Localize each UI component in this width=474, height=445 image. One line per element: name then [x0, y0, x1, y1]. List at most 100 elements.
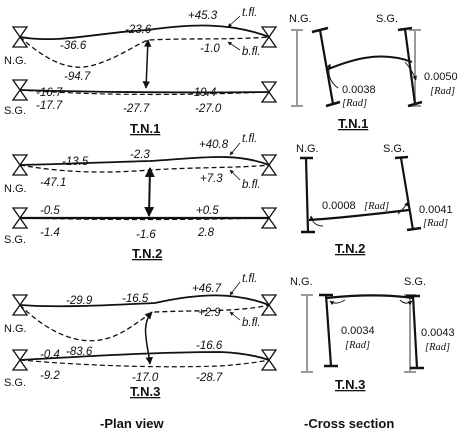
- sg-bottom-flange-line: [19, 359, 270, 368]
- ng-value: +2.9: [198, 307, 221, 319]
- ng-value: -36.6: [60, 40, 87, 52]
- rotation-value: 0.0050: [424, 71, 458, 83]
- bottom-flange-label: b.fl.: [242, 317, 261, 329]
- rotation-value: 0.0038: [342, 84, 376, 96]
- rotation-value: 0.0043: [421, 327, 455, 339]
- sg-label: S.G.: [404, 276, 426, 288]
- deformed-web: [411, 295, 419, 369]
- ng-label: N.G.: [290, 276, 313, 288]
- rotation-arrow: [329, 299, 346, 306]
- ng-value: -13.5: [62, 156, 89, 168]
- panel-title: T.N.1: [130, 121, 160, 136]
- deformed-crossbeam: [308, 208, 410, 222]
- sg-value: -9.2: [40, 370, 60, 382]
- deformed-web: [399, 157, 415, 231]
- sg-label: S.G.: [376, 13, 398, 25]
- sg-value: +0.5: [196, 205, 219, 217]
- panel-title: T.N.3: [335, 377, 365, 392]
- ng-label: N.G.: [296, 143, 319, 155]
- panel-title: T.N.1: [338, 116, 368, 131]
- ng-value: -16.5: [122, 293, 149, 305]
- ng-label: N.G.: [289, 13, 312, 25]
- deformed-flange: [311, 26, 423, 108]
- panel-title: T.N.2: [335, 241, 365, 256]
- rotation-unit: [Rad]: [423, 218, 448, 229]
- ng-value: +45.3: [188, 10, 218, 22]
- cross-panel-3: N.G. S.G. 0.0034 [Rad] 0.0043 [Rad] T.N.…: [290, 276, 455, 392]
- rotation-arrow: [404, 61, 417, 81]
- cross-panel-1: N.G. S.G. 0.0038 [Rad] 0.0050 [Rad] T.N.…: [289, 13, 458, 131]
- top-flange-label: t.fl.: [242, 7, 257, 19]
- ng-value: +40.8: [199, 139, 229, 151]
- rotation-unit: [Rad]: [425, 342, 450, 353]
- sg-value: 2.8: [197, 227, 215, 239]
- pointer-line: [227, 41, 241, 51]
- sg-value: -27.0: [195, 103, 222, 115]
- deformed-crossbeam: [325, 294, 414, 300]
- ng-bottom-flange-line: [19, 304, 270, 342]
- sg-label: S.G.: [4, 377, 26, 389]
- panel-title: T.N.2: [132, 246, 162, 261]
- deformed-crossbeam: [325, 55, 413, 71]
- plan-panel-1: N.G. S.G. t.fl. b.fl. -36.6 -23.6 +45.3 …: [4, 7, 278, 136]
- top-flange-label: t.fl.: [242, 133, 257, 145]
- ng-value: -83.6: [66, 346, 93, 358]
- bottom-flange-label: b.fl.: [242, 46, 261, 58]
- rotation-arrow: [326, 63, 339, 89]
- crossbeam-arrow: [142, 39, 152, 89]
- pointer-line: [229, 281, 241, 296]
- ng-label: N.G.: [4, 323, 27, 335]
- sg-value: -19.4: [190, 87, 216, 99]
- panel-title: T.N.3: [130, 384, 160, 399]
- rotation-arrow: [309, 215, 324, 227]
- deformed-flange: [319, 293, 424, 370]
- sg-value: -17.7: [36, 100, 63, 112]
- undeformed-web: [291, 29, 303, 107]
- rotation-unit: [Rad]: [364, 201, 389, 212]
- pointer-line: [229, 169, 241, 181]
- pointer-line: [227, 15, 241, 28]
- deformed-flange: [300, 155, 422, 234]
- sg-label: S.G.: [4, 234, 26, 246]
- sg-value: -27.7: [123, 103, 150, 115]
- sg-top-flange-line: [19, 351, 270, 361]
- ng-bottom-flange-line: [19, 164, 270, 173]
- top-flange-label: t.fl.: [242, 273, 257, 285]
- rotation-arrow: [397, 201, 409, 215]
- crossbeam-arrow: [144, 167, 155, 217]
- ng-value: +46.7: [192, 283, 222, 295]
- ng-value: +7.3: [200, 173, 223, 185]
- plan-view-caption: -Plan view: [100, 416, 164, 431]
- ng-value: -47.1: [40, 177, 66, 189]
- ng-bottom-flange-line: [19, 36, 270, 68]
- deformed-web: [403, 28, 417, 105]
- ng-value: -2.3: [130, 149, 150, 161]
- rotation-value: 0.0034: [341, 325, 375, 337]
- rotation-unit: [Rad]: [345, 340, 370, 351]
- sg-bottom-flange-line: [19, 89, 270, 96]
- ng-top-flange-line: [19, 24, 270, 41]
- ng-value: -29.9: [66, 295, 93, 307]
- ng-label: N.G.: [4, 183, 27, 195]
- pointer-line: [229, 311, 241, 321]
- sg-value: -16.6: [196, 340, 223, 352]
- bottom-flange-label: b.fl.: [242, 179, 261, 191]
- plan-panel-2: N.G. S.G. t.fl. b.fl. -13.5 -2.3 +40.8 -…: [4, 133, 278, 261]
- ng-label: N.G.: [4, 55, 27, 67]
- ng-value: -1.0: [200, 43, 220, 55]
- sg-value: -0.5: [40, 205, 60, 217]
- rotation-value: 0.0041: [419, 204, 453, 216]
- sg-value: -17.0: [132, 372, 159, 384]
- rotation-arrow: [399, 299, 413, 306]
- ng-top-flange-line: [19, 156, 270, 166]
- deformed-web: [324, 294, 333, 367]
- cross-panel-2: N.G. S.G. 0.0008 [Rad] 0.0041 [Rad] T.N.…: [296, 143, 453, 256]
- pointer-line: [229, 142, 241, 156]
- ng-value: -23.6: [125, 24, 152, 36]
- rotation-value: 0.0008: [322, 200, 356, 212]
- ng-top-flange-line: [19, 294, 270, 308]
- deformed-web: [318, 29, 335, 105]
- sg-value: -1.6: [136, 229, 156, 241]
